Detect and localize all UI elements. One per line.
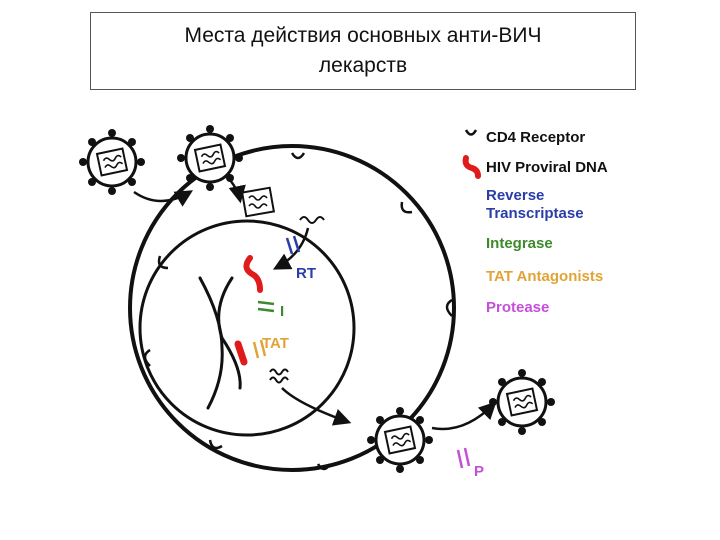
capsid-icon [240,186,276,218]
legend: CD4 Receptor HIV Proviral DNA Reverse Tr… [462,129,608,316]
page-title: Места действия основных анти-ВИЧ лекарст… [91,21,635,81]
legend-tat: TAT Antagonists [486,268,603,285]
arrow-transcription [281,387,352,426]
cd4-receptors [143,152,453,471]
arrow-rt [272,227,310,270]
rt-label: RT [296,265,316,282]
title-box: Места действия основных анти-ВИЧ лекарст… [90,12,636,90]
legend-protease: Protease [486,299,549,316]
viral-rna-icon [299,216,325,224]
integrated-dna-icon [234,340,248,366]
legend-rt-line2: Transcriptase [486,205,584,222]
tat-block-icon [252,339,267,359]
protease-label: P [474,463,484,480]
virus-particle-icon [487,367,557,437]
legend-integrase: Integrase [486,235,553,252]
cd4-receptor-icon [464,129,478,136]
arrow-uncoat [228,179,246,204]
arrow-budding [431,401,497,431]
proviral-dna-icon [243,255,263,293]
protease-block-icon [456,447,471,469]
virus-particle-icon [77,127,147,197]
mrna-icon [269,368,289,384]
title-line-1: Места действия основных анти-ВИЧ [184,24,542,47]
legend-dna-icon [462,155,481,179]
integrase-label: I [280,303,284,320]
title-line-2: лекарств [318,54,408,77]
tat-label: TAT [262,335,289,352]
host-chromosomes [198,276,242,410]
legend-dna: HIV Proviral DNA [486,159,608,176]
cell-nucleus [138,219,356,437]
legend-rt-line1: Reverse [486,187,544,204]
arrow-entry [133,190,194,207]
hiv-lifecycle-diagram: RT I TAT P CD4 Receptor HIV Proviral DNA… [77,123,608,480]
rt-block-icon [285,235,301,255]
legend-cd4: CD4 Receptor [486,129,585,146]
integrase-block-icon [257,300,275,313]
